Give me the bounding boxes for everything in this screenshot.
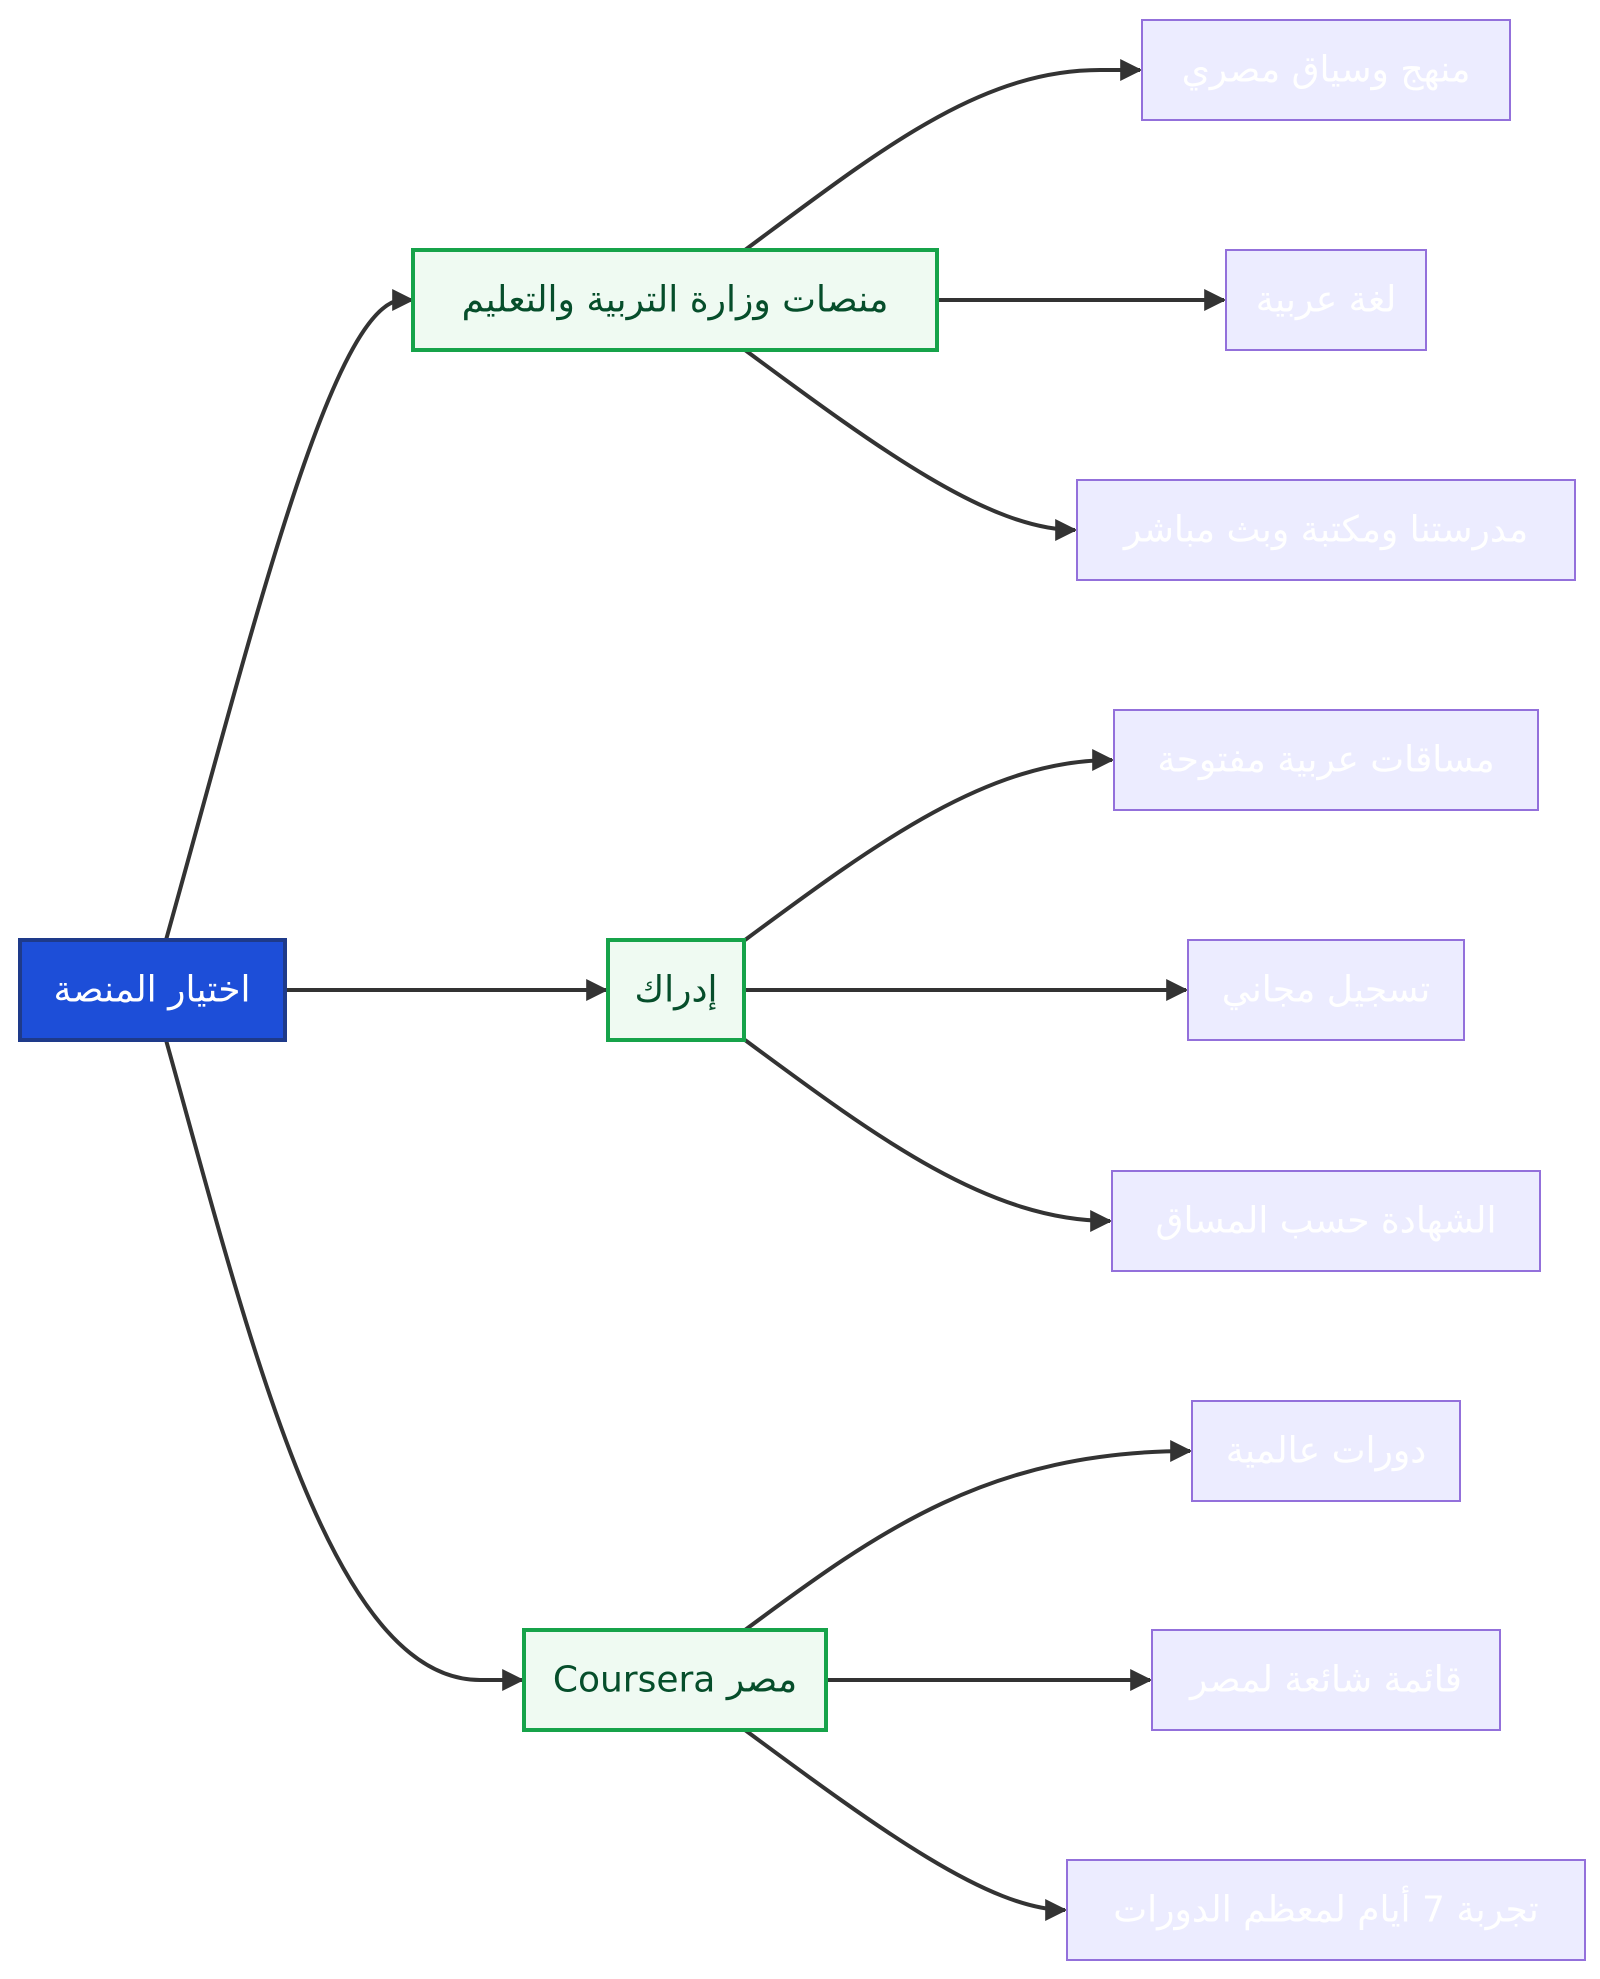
leaf-node: دورات عالمية (1191, 1400, 1461, 1502)
edge-ministry-to-leaf-1 (743, 59, 1143, 252)
edge-root-to-ministry (164, 289, 415, 941)
leaf-label: تسجيل مجاني (1222, 970, 1430, 1011)
edge-edraak-to-leaf-3 (743, 1038, 1113, 1232)
leaf-label: لغة عربية (1256, 280, 1397, 321)
leaf-label: مدرستنا ومكتبة وبث مباشر (1122, 510, 1528, 551)
edge-coursera-to-leaf-1 (743, 1440, 1193, 1632)
leaf-label: منهج وسياق مصري (1182, 50, 1471, 91)
leaf-node: قائمة شائعة لمصر (1151, 1629, 1501, 1731)
branch-label-coursera: Coursera مصر (553, 1660, 797, 1701)
edge-edraak-to-leaf-1 (743, 749, 1115, 942)
branch-node-coursera: Coursera مصر (522, 1628, 828, 1732)
leaf-node: تسجيل مجاني (1187, 939, 1465, 1041)
branch-node-ministry: منصات وزارة التربية والتعليم (411, 248, 939, 352)
branch-label-edraak: إدراك (634, 970, 717, 1011)
root-node-label: اختيار المنصة (54, 970, 251, 1011)
root-node: اختيار المنصة (18, 938, 287, 1042)
leaf-node: تجربة 7 أيام لمعظم الدورات (1066, 1859, 1586, 1961)
branch-label-ministry: منصات وزارة التربية والتعليم (462, 280, 889, 321)
edge-root-to-coursera (164, 1039, 525, 1691)
leaf-node: مدرستنا ومكتبة وبث مباشر (1076, 479, 1576, 581)
leaf-node: الشهادة حسب المساق (1111, 1170, 1541, 1272)
leaf-label: تجربة 7 أيام لمعظم الدورات (1113, 1886, 1539, 1931)
leaf-node: لغة عربية (1225, 249, 1427, 351)
edge-ministry-to-leaf-3 (743, 348, 1078, 541)
leaf-label: الشهادة حسب المساق (1156, 1201, 1497, 1242)
edge-coursera-to-leaf-3 (743, 1728, 1068, 1921)
branch-node-edraak: إدراك (606, 938, 746, 1042)
leaf-node: مساقات عربية مفتوحة (1113, 709, 1539, 811)
leaf-node: منهج وسياق مصري (1141, 19, 1511, 121)
leaf-label: قائمة شائعة لمصر (1188, 1660, 1462, 1701)
leaf-label: دورات عالمية (1226, 1431, 1427, 1472)
leaf-label: مساقات عربية مفتوحة (1157, 740, 1494, 781)
